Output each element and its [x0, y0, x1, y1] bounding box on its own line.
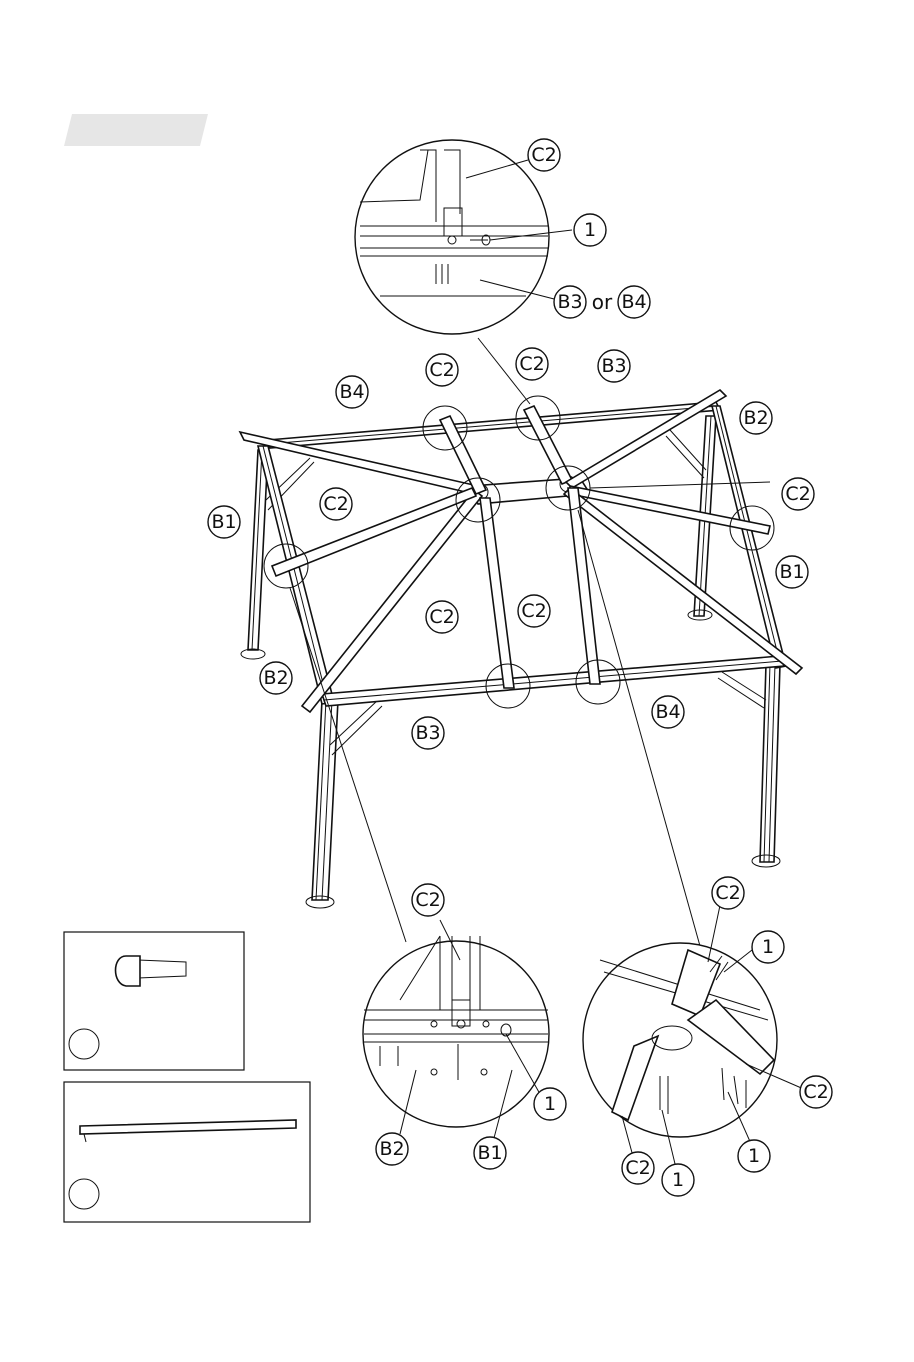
callout-frame-b3-front: B3	[412, 717, 444, 749]
or-text: or	[592, 290, 613, 314]
callout-frame-c2-mid-left: C2	[426, 601, 458, 633]
svg-text:B1: B1	[779, 561, 804, 583]
callout-bottom-left-b2: B2	[376, 1133, 408, 1165]
callout-top-detail-b4: B4	[618, 286, 650, 318]
svg-text:B2: B2	[743, 407, 768, 429]
svg-text:B3: B3	[601, 355, 626, 377]
callout-top-detail-1: 1	[574, 214, 606, 246]
svg-text:B1: B1	[477, 1142, 502, 1164]
svg-text:1: 1	[762, 936, 774, 958]
step-banner	[64, 114, 208, 146]
callout-bottom-left-c2: C2	[412, 884, 444, 916]
brace-front-right	[718, 672, 766, 708]
svg-text:C2: C2	[323, 493, 348, 515]
callout-frame-b3-back: B3	[598, 350, 630, 382]
svg-text:C2: C2	[531, 144, 556, 166]
callout-top-detail-b3: B3	[554, 286, 586, 318]
svg-text:B2: B2	[263, 667, 288, 689]
svg-text:1: 1	[544, 1093, 556, 1115]
svg-text:C2: C2	[715, 882, 740, 904]
svg-text:C2: C2	[429, 606, 454, 628]
svg-text:C2: C2	[803, 1081, 828, 1103]
callout-bottom-right-c2-right: C2	[800, 1076, 832, 1108]
callout-frame-b4-back: B4	[336, 376, 368, 408]
callout-frame-b2-right: B2	[740, 402, 772, 434]
svg-text:C2: C2	[415, 889, 440, 911]
callout-frame-c2-mid-right: C2	[518, 595, 550, 627]
svg-text:B3: B3	[557, 291, 582, 313]
svg-text:1: 1	[672, 1169, 684, 1191]
callout-frame-c2-back-right: C2	[516, 348, 548, 380]
svg-text:B4: B4	[339, 381, 364, 403]
detail-bottom-left	[363, 920, 549, 1138]
svg-text:C2: C2	[785, 483, 810, 505]
callout-frame-b1-left: B1	[208, 506, 240, 538]
svg-text:B4: B4	[655, 701, 680, 723]
callout-bottom-right-c2-bottom: C2	[622, 1152, 654, 1184]
svg-text:B2: B2	[379, 1138, 404, 1160]
brace-back-right	[666, 430, 706, 478]
callout-frame-b1-right: B1	[776, 556, 808, 588]
post-front-right	[752, 664, 780, 867]
svg-text:C2: C2	[521, 600, 546, 622]
callout-frame-b4-front: B4	[652, 696, 684, 728]
svg-text:B4: B4	[621, 291, 646, 313]
callout-frame-b2-left: B2	[260, 662, 292, 694]
svg-text:1: 1	[584, 219, 596, 241]
rafter-front-left	[480, 498, 514, 688]
callout-bottom-right-c2-top: C2	[712, 877, 744, 909]
gazebo-frame	[240, 338, 802, 946]
post-back-left	[241, 450, 268, 659]
part-box-rafter	[64, 1082, 310, 1222]
callout-bottom-right-1-bottom: 1	[662, 1164, 694, 1196]
svg-text:B1: B1	[211, 511, 236, 533]
svg-text:C2: C2	[519, 353, 544, 375]
callout-bottom-right-1-right: 1	[738, 1140, 770, 1172]
callout-frame-c2-back-left: C2	[426, 354, 458, 386]
callout-frame-c2-right: C2	[782, 478, 814, 510]
callout-top-detail-c2: C2	[528, 139, 560, 171]
callout-bottom-left-1: 1	[534, 1088, 566, 1120]
post-front-left	[306, 700, 338, 908]
svg-text:B3: B3	[415, 722, 440, 744]
svg-text:1: 1	[748, 1145, 760, 1167]
svg-text:C2: C2	[625, 1157, 650, 1179]
svg-text:C2: C2	[429, 359, 454, 381]
callout-bottom-left-b1: B1	[474, 1137, 506, 1169]
callout-frame-c2-left: C2	[320, 488, 352, 520]
part-box-bolt	[64, 932, 244, 1070]
callout-bottom-right-1-top: 1	[752, 931, 784, 963]
